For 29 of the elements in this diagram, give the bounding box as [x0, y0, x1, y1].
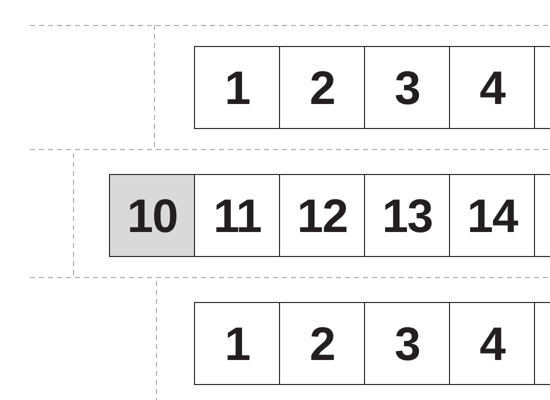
grid-cell: [364, 174, 450, 257]
cell-number: 14: [467, 192, 518, 239]
grid-cell: [449, 302, 536, 385]
cell-number: 3: [394, 320, 420, 367]
cell-number: 13: [382, 192, 432, 239]
cell-number: 10: [127, 192, 178, 239]
cell-number: 4: [480, 320, 505, 367]
grid-cell: [364, 302, 450, 385]
cell-number: 12: [297, 192, 348, 239]
grid-cell: [534, 302, 550, 385]
cell-number: 3: [394, 64, 420, 111]
cell-number: 4: [480, 64, 505, 111]
grid-cell: [364, 46, 450, 129]
grid-cell: [194, 174, 280, 257]
cell-number: 1: [224, 64, 250, 111]
cell-number: 1: [224, 320, 250, 367]
grid-cell: [449, 174, 536, 257]
grid-cell: [279, 46, 366, 129]
cell-number: 2: [310, 320, 335, 367]
grid-cell: [449, 46, 536, 129]
cell-number: 11: [213, 192, 262, 239]
highlighted-cell: [109, 174, 196, 257]
grid-cell: [194, 302, 280, 385]
grid-cell: [534, 46, 550, 129]
cell-number: 2: [310, 64, 335, 111]
grid-cell: [534, 174, 550, 257]
grid-cell: [279, 174, 366, 257]
grid-cell: [279, 302, 366, 385]
grid-cell: [194, 46, 280, 129]
